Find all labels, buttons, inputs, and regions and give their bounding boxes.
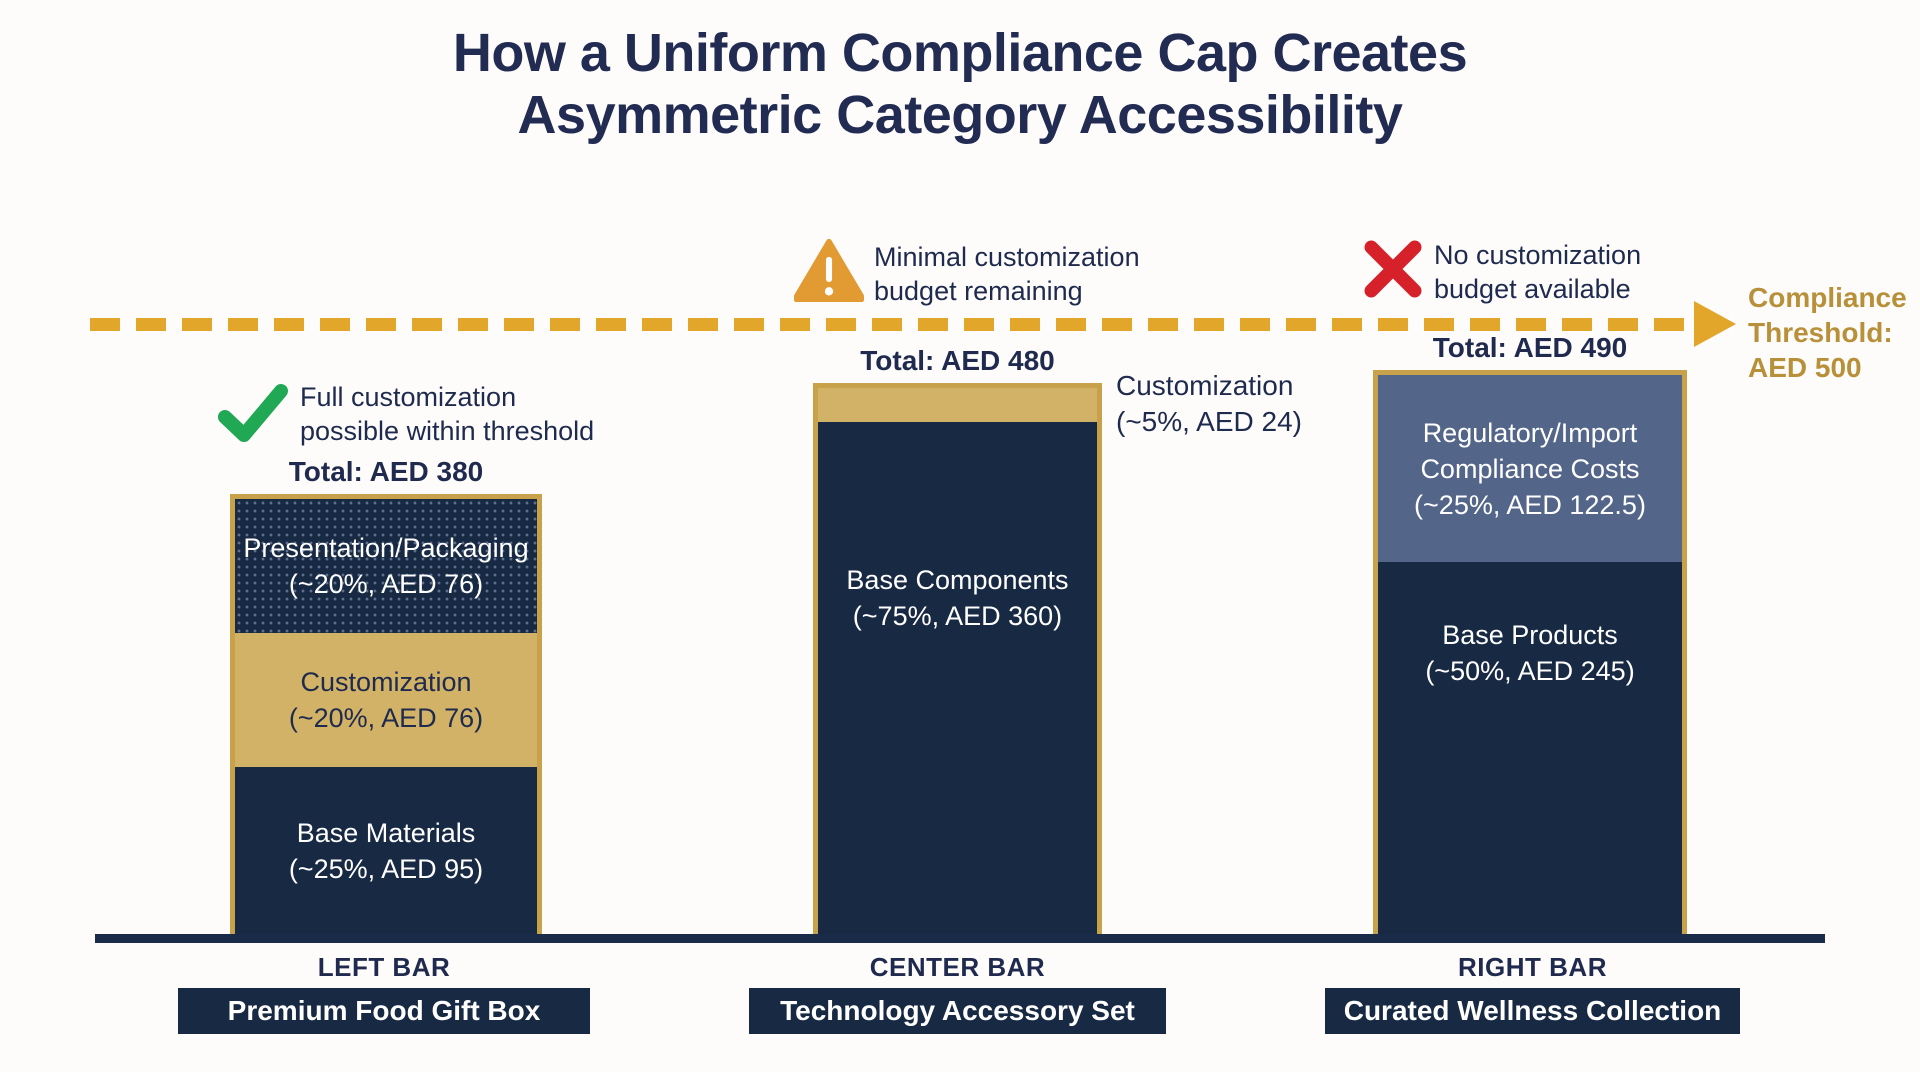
right-bar: Regulatory/Import Compliance Costs (~25%… bbox=[1373, 370, 1687, 940]
annotation-line: possible within threshold bbox=[300, 416, 595, 446]
threshold-label-line: AED 500 bbox=[1748, 352, 1862, 383]
center-bar-total: Total: AED 480 bbox=[860, 345, 1055, 376]
center-bar-customization-callout: Customization (~5%, AED 24) bbox=[1116, 368, 1376, 440]
left-bar: Presentation/Packaging (~20%, AED 76) Cu… bbox=[230, 494, 542, 940]
threshold-line bbox=[90, 318, 1694, 331]
threshold-arrow-icon bbox=[1694, 301, 1736, 347]
segment-detail: (~50%, AED 245) bbox=[1425, 656, 1635, 686]
segment-detail: (~20%, AED 76) bbox=[288, 703, 484, 733]
segment-label: Base Materials bbox=[296, 818, 476, 848]
right-bar-category-box: Curated Wellness Collection bbox=[1325, 988, 1740, 1034]
chart-title-line-1: How a Uniform Compliance Cap Creates bbox=[452, 23, 1468, 83]
x-axis-baseline bbox=[95, 934, 1825, 943]
segment-label: Regulatory/Import bbox=[1422, 417, 1638, 448]
segment-label: Base Components bbox=[846, 565, 1069, 595]
center-bar: Base Components (~75%, AED 360) bbox=[813, 383, 1102, 940]
annotation-minimal-customization: Minimal customization budget remaining bbox=[874, 240, 1204, 308]
center-bar-category-box: Technology Accessory Set bbox=[749, 988, 1166, 1034]
center-bar-segment-base-components: Base Components (~75%, AED 360) bbox=[818, 422, 1097, 935]
left-bar-position-label: LEFT BAR bbox=[317, 952, 451, 982]
center-bar-segment-customization bbox=[818, 388, 1097, 422]
segment-label: Compliance Costs bbox=[1420, 453, 1640, 484]
threshold-label: Compliance Threshold: AED 500 bbox=[1748, 280, 1918, 385]
category-label: Curated Wellness Collection bbox=[1343, 995, 1722, 1026]
category-label: Technology Accessory Set bbox=[780, 995, 1135, 1026]
center-bar-position-label: CENTER BAR bbox=[869, 952, 1046, 982]
x-icon bbox=[1364, 240, 1422, 298]
left-bar-segment-presentation: Presentation/Packaging (~20%, AED 76) bbox=[235, 499, 537, 633]
segment-label: Presentation/Packaging bbox=[243, 533, 529, 563]
chart-title-line-2: Asymmetric Category Accessibility bbox=[517, 85, 1403, 145]
annotation-line: Minimal customization bbox=[874, 242, 1140, 272]
right-bar-segment-regulatory: Regulatory/Import Compliance Costs (~25%… bbox=[1378, 375, 1682, 562]
annotation-line: Full customization bbox=[300, 382, 517, 412]
chart-title: How a Uniform Compliance Cap Creates Asy… bbox=[0, 22, 1920, 146]
right-bar-segment-base-products: Base Products (~50%, AED 245) bbox=[1378, 562, 1682, 935]
callout-detail: (~5%, AED 24) bbox=[1116, 406, 1302, 437]
segment-detail: (~20%, AED 76) bbox=[288, 569, 484, 599]
left-bar-segment-base-materials: Base Materials (~25%, AED 95) bbox=[235, 767, 537, 935]
annotation-no-customization: No customization budget available bbox=[1434, 238, 1734, 306]
callout-label: Customization bbox=[1116, 370, 1294, 401]
right-bar-position-label: RIGHT BAR bbox=[1458, 952, 1607, 982]
category-label: Premium Food Gift Box bbox=[227, 995, 541, 1026]
left-bar-segment-customization: Customization (~20%, AED 76) bbox=[235, 633, 537, 767]
segment-label: Base Products bbox=[1442, 620, 1618, 650]
segment-detail: (~25%, AED 122.5) bbox=[1414, 489, 1646, 520]
segment-detail: (~25%, AED 95) bbox=[288, 854, 484, 884]
annotation-line: budget remaining bbox=[874, 276, 1083, 306]
segment-label: Customization bbox=[300, 667, 472, 697]
segment-detail: (~75%, AED 360) bbox=[852, 601, 1063, 631]
left-bar-category-box: Premium Food Gift Box bbox=[178, 988, 590, 1034]
right-bar-total: Total: AED 490 bbox=[1432, 332, 1628, 363]
warning-icon bbox=[793, 238, 865, 304]
annotation-line: No customization bbox=[1434, 240, 1642, 270]
threshold-label-line: Compliance bbox=[1748, 282, 1907, 313]
threshold-label-line: Threshold: bbox=[1748, 317, 1893, 348]
check-icon bbox=[218, 384, 288, 444]
annotation-full-customization: Full customization possible within thres… bbox=[300, 380, 630, 448]
annotation-line: budget available bbox=[1434, 274, 1631, 304]
left-bar-total: Total: AED 380 bbox=[288, 456, 484, 487]
